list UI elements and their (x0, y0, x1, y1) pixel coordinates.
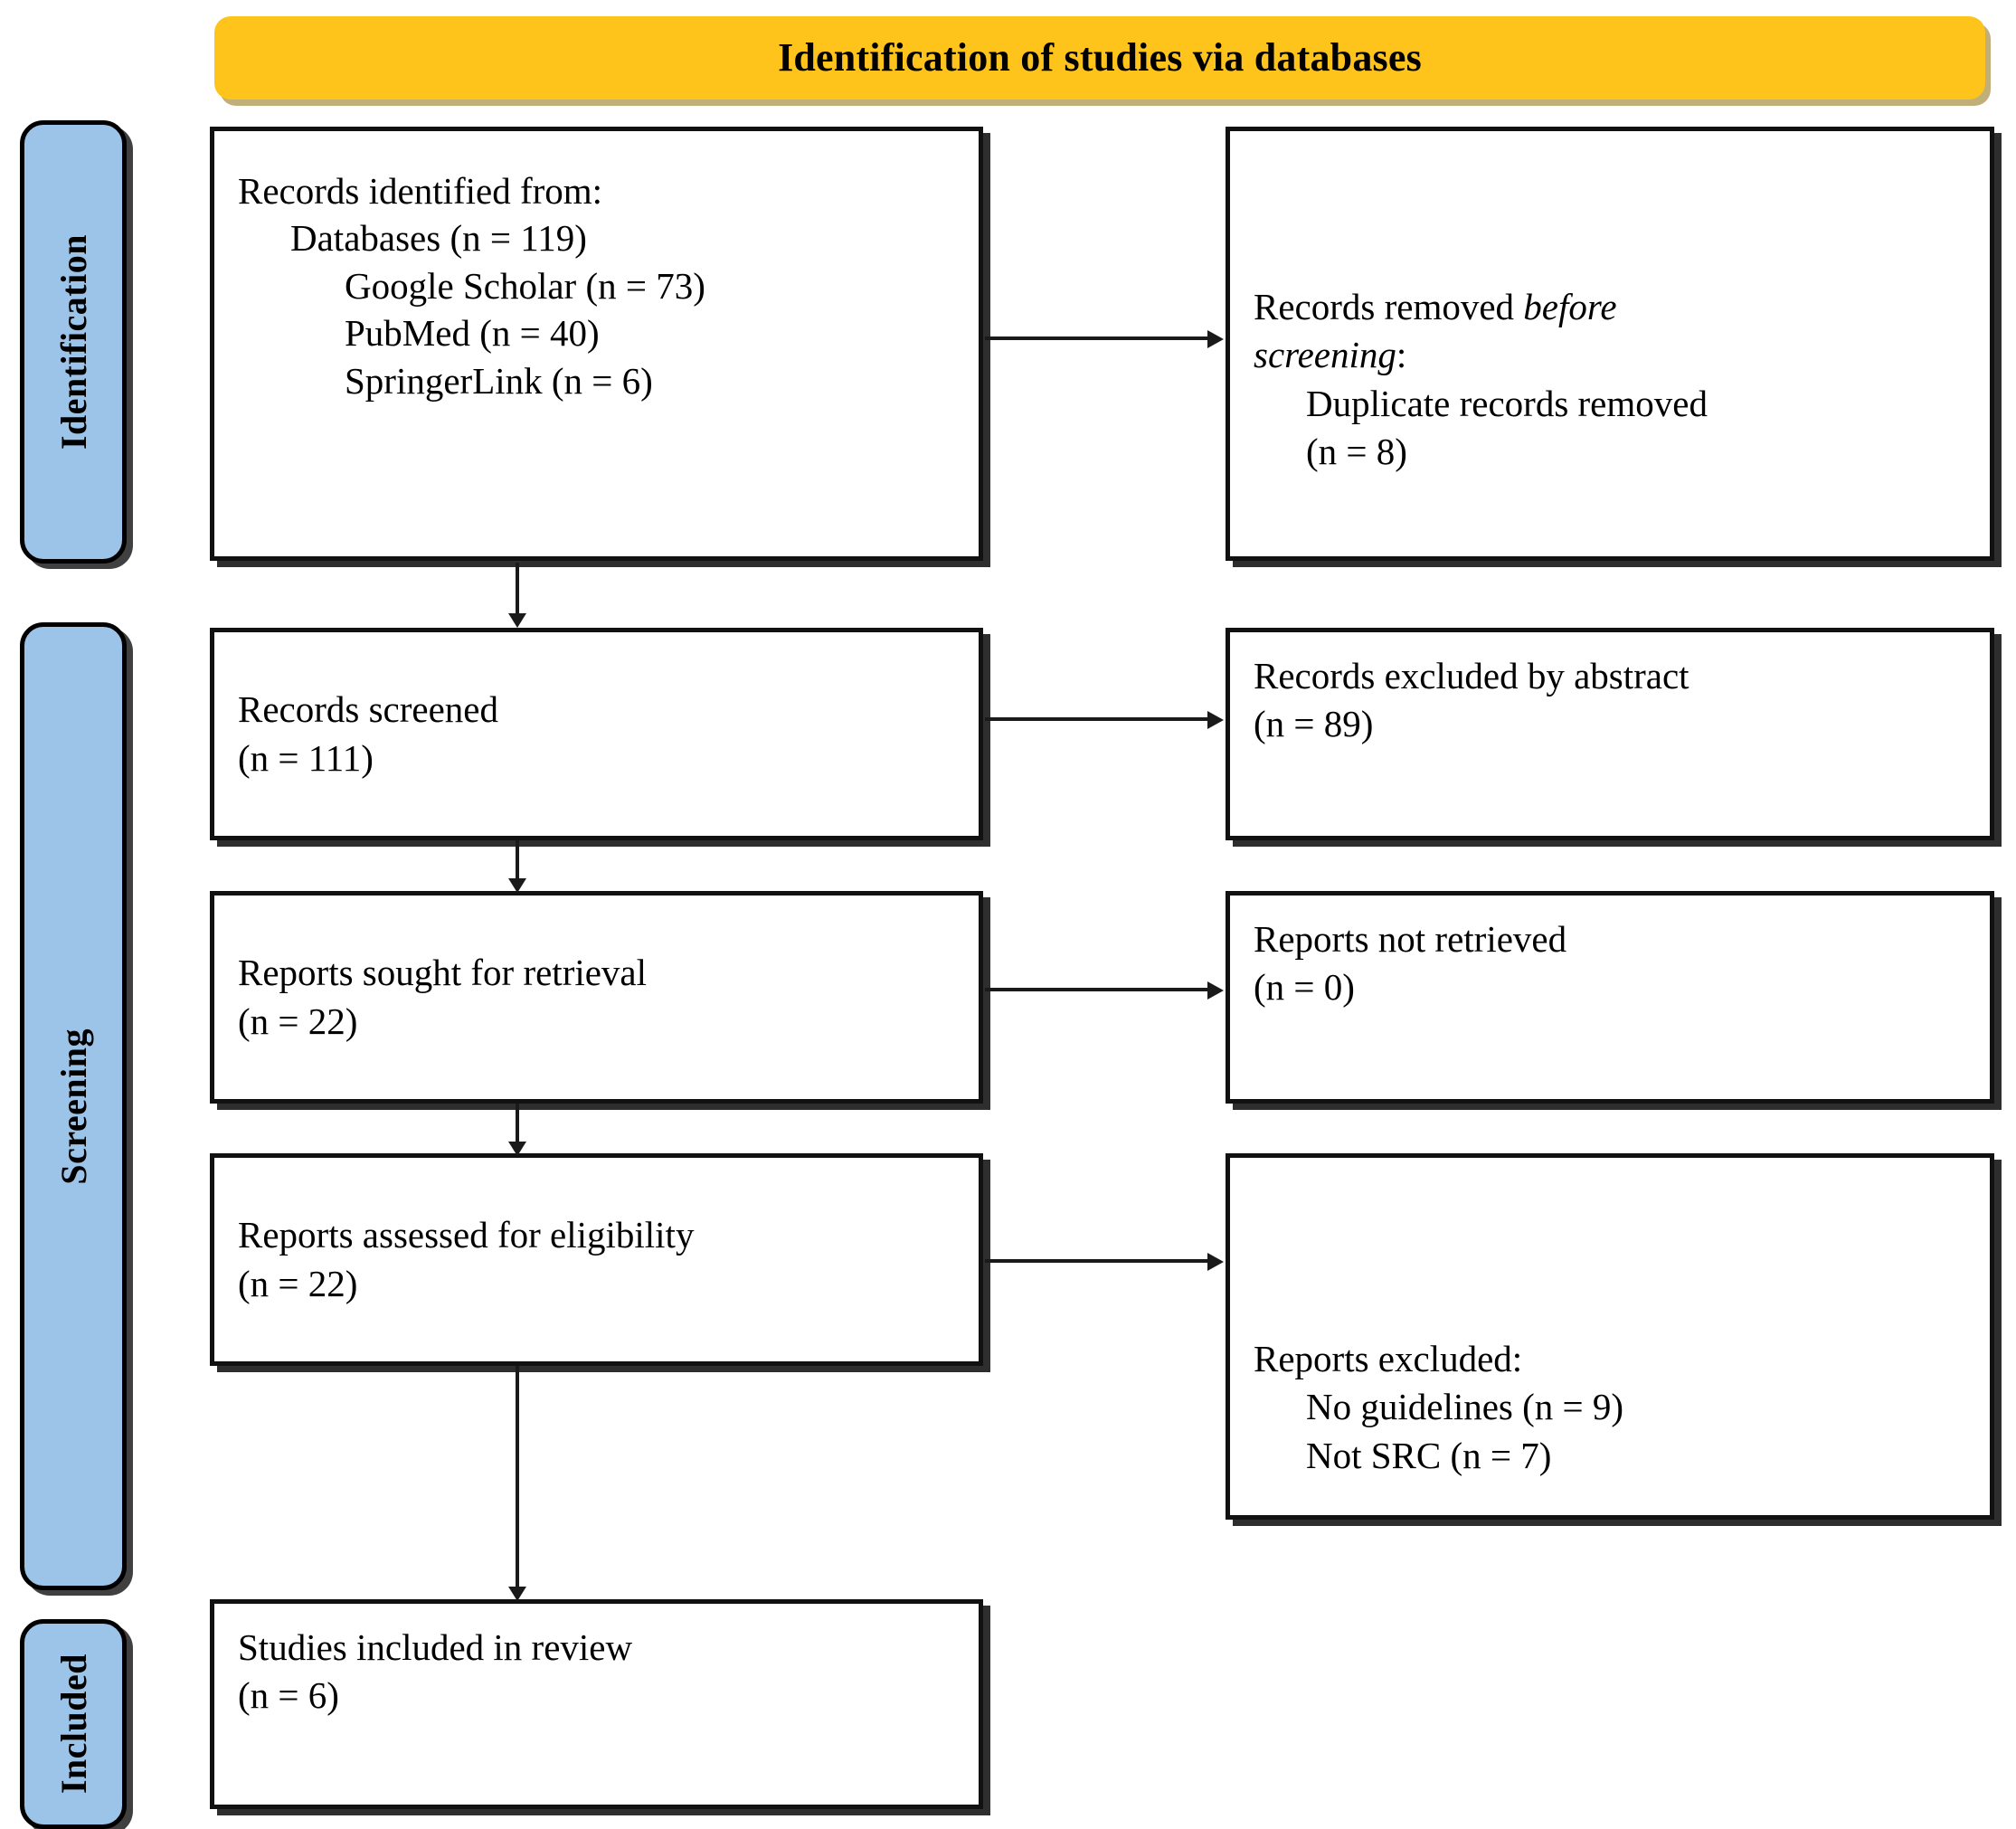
records-screened-line-1: Records screened (238, 688, 499, 731)
arrow-down-icon-sought (508, 878, 526, 893)
records-removed-italic-before: before (1523, 286, 1617, 327)
arrow-down-icon-assessed (508, 1142, 526, 1156)
box-reports-not-retrieved: Reports not retrieved (n = 0) (1226, 891, 1994, 1104)
records-removed-prefix: Records removed (1254, 286, 1524, 327)
arrow-down-icon-included (508, 1587, 526, 1601)
connector-assessed-to-included (516, 1366, 519, 1592)
box-reports-sought: Reports sought for retrieval (n = 22) (210, 891, 983, 1104)
connector-screened-to-excluded-abstract (985, 717, 1209, 721)
stage-tab-identification-label: Identification (52, 233, 94, 450)
records-removed-line-4: (n = 8) (1306, 430, 1407, 472)
diagram-banner: Identification of studies via databases (214, 16, 1985, 100)
arrow-right-icon-excluded-reports (1207, 1253, 1224, 1271)
connector-sought-to-assessed (516, 1104, 519, 1147)
records-removed-colon: : (1396, 334, 1407, 376)
records-identified-line-4: PubMed (n = 40) (345, 312, 600, 355)
connector-identified-to-screened (516, 563, 519, 619)
records-removed-italic-screening: screening (1254, 334, 1396, 376)
reports-not-retrieved-line-1: Reports not retrieved (1254, 918, 1567, 960)
records-identified-line-3: Google Scholar (n = 73) (345, 264, 705, 307)
reports-excluded-line-2: No guidelines (n = 9) (1306, 1386, 1624, 1428)
box-reports-excluded: Reports excluded: No guidelines (n = 9) … (1226, 1153, 1994, 1520)
records-identified-line-1: Records identified from: (238, 170, 603, 212)
box-records-screened: Records screened (n = 111) (210, 628, 983, 840)
records-screened-line-2: (n = 111) (238, 736, 374, 779)
banner-title: Identification of studies via databases (778, 34, 1422, 80)
box-reports-assessed: Reports assessed for eligibility (n = 22… (210, 1153, 983, 1366)
connector-sought-to-not-retrieved (985, 988, 1209, 991)
connector-identified-to-removed (985, 336, 1209, 340)
arrow-right-icon-removed (1207, 330, 1224, 348)
reports-sought-line-1: Reports sought for retrieval (238, 952, 648, 994)
reports-excluded-line-1: Reports excluded: (1254, 1338, 1523, 1379)
reports-sought-line-2: (n = 22) (238, 1000, 358, 1042)
stage-tab-screening-label: Screening (52, 1028, 94, 1185)
records-identified-line-2: Databases (n = 119) (290, 217, 587, 260)
connector-screened-to-sought (516, 840, 519, 884)
stage-tab-identification: Identification (20, 120, 127, 564)
studies-included-line-1: Studies included in review (238, 1626, 633, 1668)
records-removed-line-1: Records removed before (1254, 283, 1966, 331)
stage-tab-included-label: Included (52, 1654, 94, 1795)
records-excluded-abstract-line-1: Records excluded by abstract (1254, 655, 1689, 697)
stage-tab-screening: Screening (20, 622, 127, 1590)
reports-assessed-line-1: Reports assessed for eligibility (238, 1214, 695, 1256)
records-excluded-abstract-line-2: (n = 89) (1254, 703, 1374, 745)
records-removed-line-3: Duplicate records removed (1306, 382, 1708, 424)
arrow-right-icon-excluded-abstract (1207, 711, 1224, 729)
box-studies-included: Studies included in review (n = 6) (210, 1599, 983, 1809)
arrow-down-icon-screened (508, 613, 526, 628)
records-identified-line-5: SpringerLink (n = 6) (345, 359, 653, 402)
reports-assessed-line-2: (n = 22) (238, 1262, 358, 1304)
reports-excluded-line-3: Not SRC (n = 7) (1306, 1434, 1552, 1476)
studies-included-line-2: (n = 6) (238, 1674, 339, 1717)
records-removed-line-2: screening: (1254, 331, 1966, 379)
connector-assessed-to-excluded-reports (985, 1259, 1209, 1263)
box-records-identified: Records identified from: Databases (n = … (210, 127, 983, 561)
box-records-removed: Records removed before screening: Duplic… (1226, 127, 1994, 561)
stage-tab-included: Included (20, 1619, 127, 1829)
reports-not-retrieved-line-2: (n = 0) (1254, 966, 1355, 1009)
arrow-right-icon-not-retrieved (1207, 981, 1224, 1000)
box-records-excluded-abstract: Records excluded by abstract (n = 89) (1226, 628, 1994, 840)
